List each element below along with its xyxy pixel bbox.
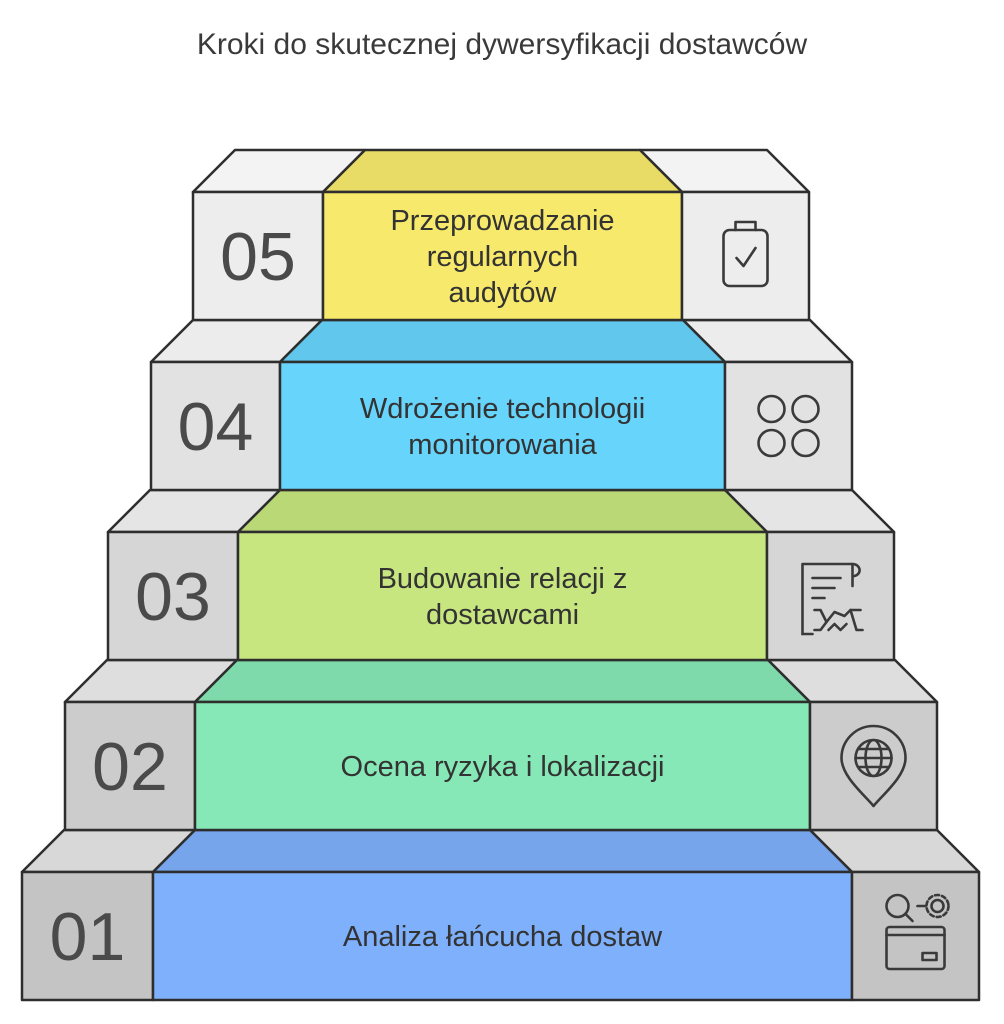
step-label-line: dostawcami <box>426 599 579 631</box>
step-icon-block <box>765 530 896 662</box>
search-gear-box-icon <box>885 893 950 971</box>
step-number-block <box>191 190 325 322</box>
step-02: 02 Ocena ryzyka i lokalizacji <box>63 658 939 832</box>
step-number: 04 <box>178 389 254 465</box>
step-label-block <box>236 530 769 662</box>
step-01: 01 Analiza łańcucha dostaw <box>20 828 981 1002</box>
step-label-block <box>151 870 854 1002</box>
step-number-block <box>20 870 155 1002</box>
step-label-line: Przeprowadzanie <box>390 205 614 237</box>
contract-handshake-icon <box>801 562 864 636</box>
step-number: 05 <box>220 219 296 295</box>
step-label-line: audytów <box>448 277 557 309</box>
step-label-block <box>321 190 684 322</box>
step-icon-block <box>680 190 811 322</box>
step-label-line: monitorowania <box>408 429 597 461</box>
step-03: 03 Budowanie relacji z dostawcami <box>106 488 896 662</box>
step-icon-block <box>723 360 854 492</box>
step-label-block <box>278 360 727 492</box>
four-circles-grid-icon <box>757 394 820 458</box>
step-04: 04 Wdrożenie technologii monitorowania <box>149 318 854 492</box>
step-label-line: Analiza łańcucha dostaw <box>343 921 663 953</box>
step-number: 03 <box>135 559 211 635</box>
step-number-block <box>63 700 197 832</box>
step-label-line: Wdrożenie technologii <box>360 393 645 425</box>
step-center-tread <box>236 488 769 534</box>
globe-location-pin-icon <box>840 724 907 808</box>
step-center-tread <box>193 658 812 704</box>
clipboard-check-icon <box>722 220 769 288</box>
step-label-line: Budowanie relacji z <box>378 563 628 595</box>
step-center-tread <box>151 828 854 874</box>
step-label-line: regularnych <box>427 241 579 273</box>
step-label-block <box>193 700 812 832</box>
step-center-tread <box>278 318 727 364</box>
step-number-block <box>106 530 240 662</box>
diagram-title: Kroki do skutecznej dywersyfikacji dosta… <box>197 28 808 61</box>
step-center-tread <box>321 148 684 194</box>
steps-layer: 01 Analiza łańcucha dostaw 02 Ocena ryzyka … <box>20 148 981 1002</box>
step-number: 01 <box>50 899 126 975</box>
step-05: 05 Przeprowadzanie regularnych audytów <box>191 148 811 322</box>
step-number-block <box>149 360 282 492</box>
step-label-line: Ocena ryzyka i lokalizacji <box>341 751 665 783</box>
step-number: 02 <box>92 729 168 805</box>
